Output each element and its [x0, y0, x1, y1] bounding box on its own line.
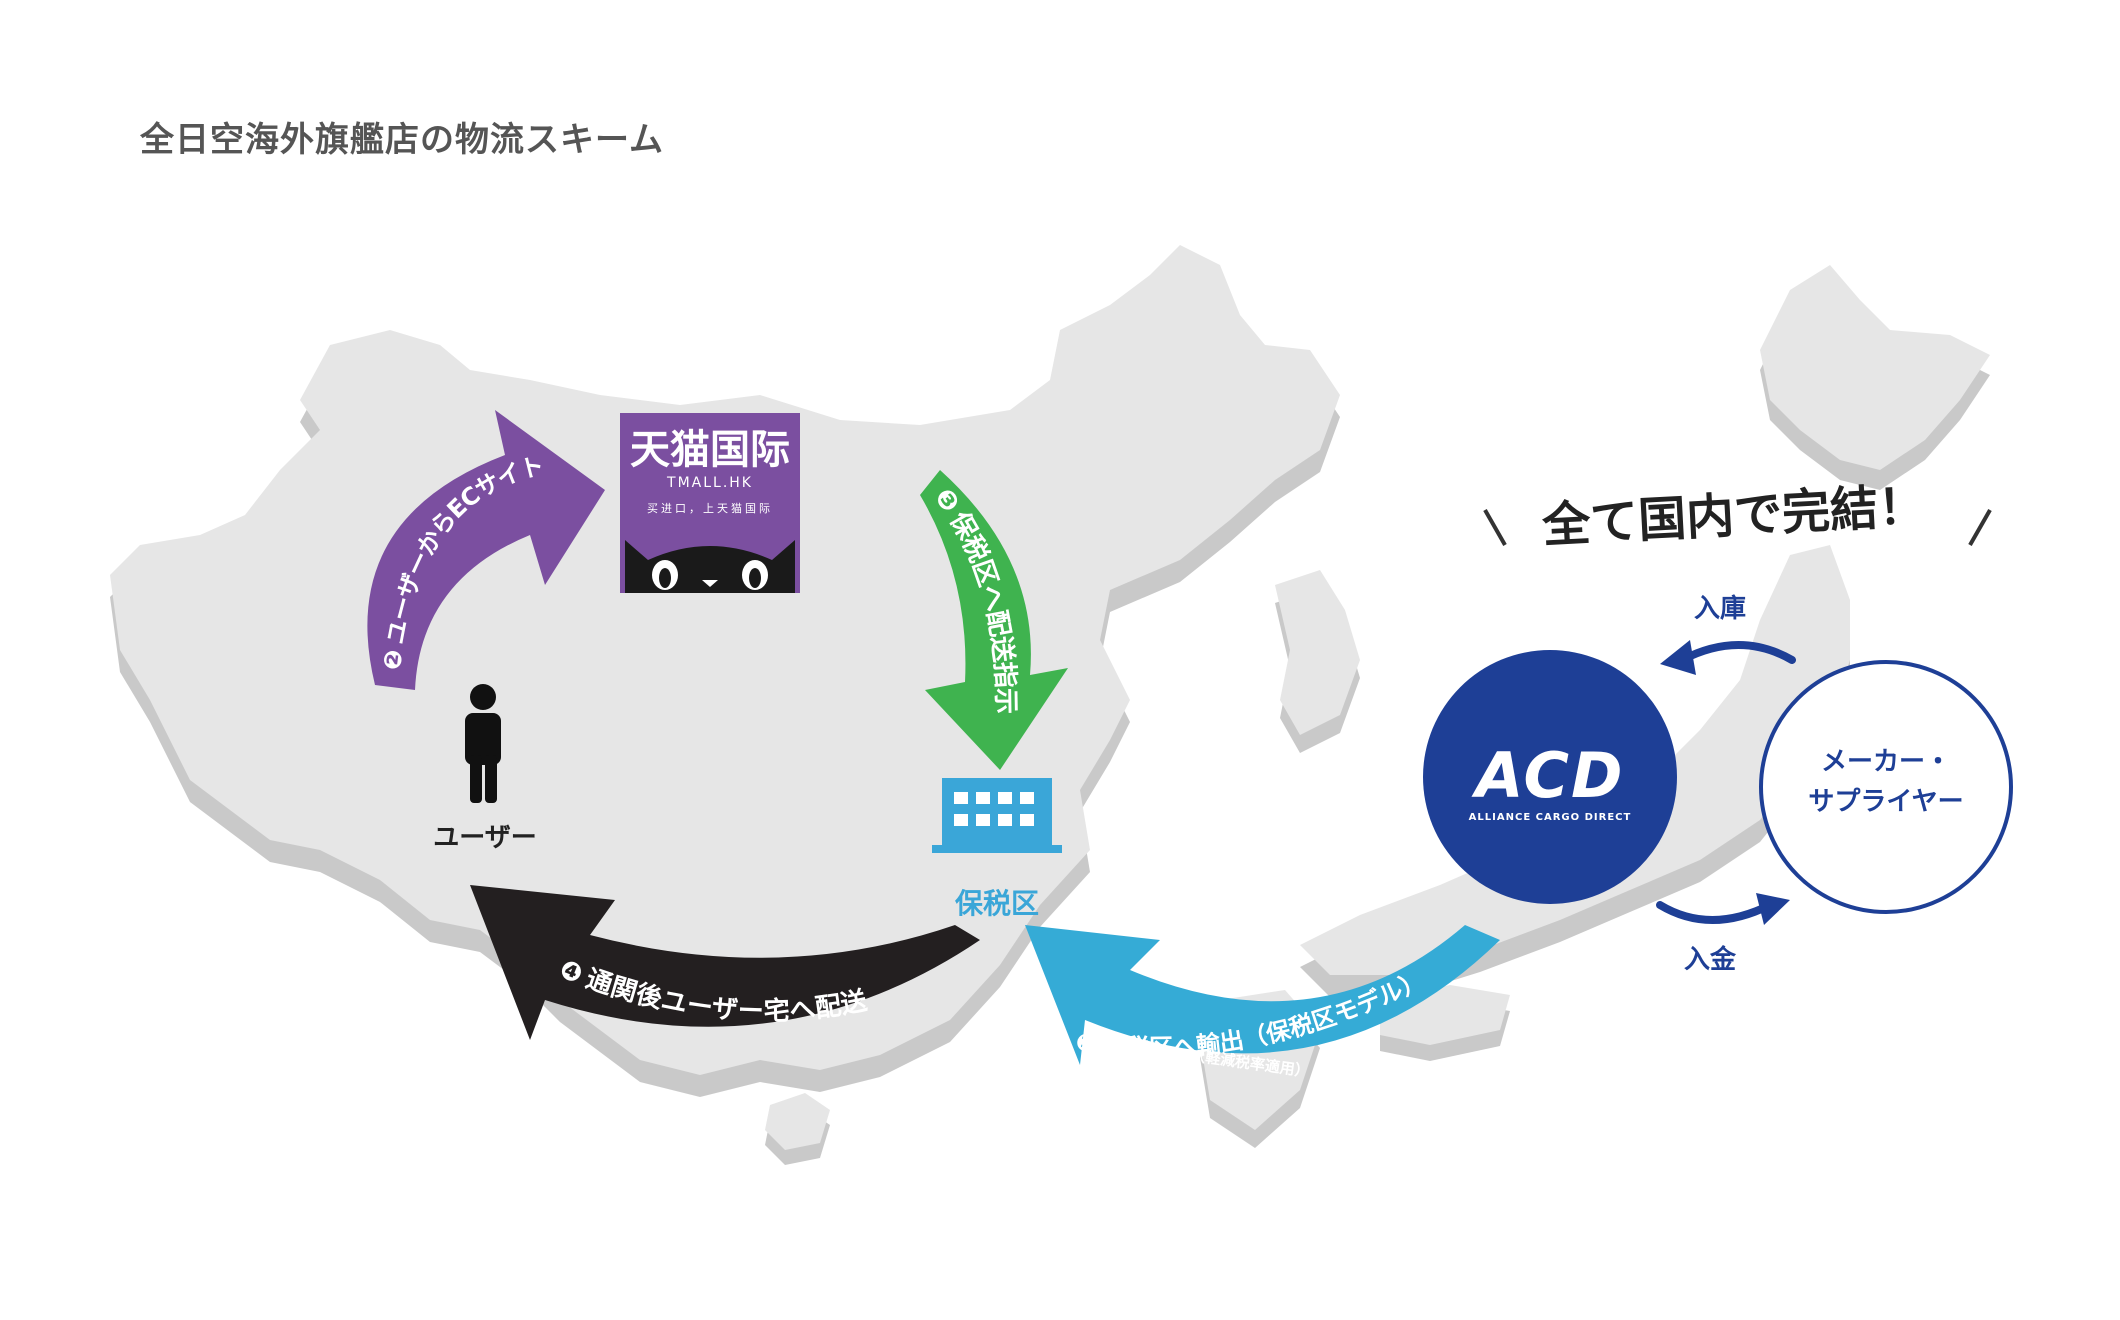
acd-logo: ACD ALLIANCE CARGO DIRECT — [1423, 650, 1677, 904]
acd-circle — [1423, 650, 1677, 904]
building-icon — [932, 778, 1062, 853]
catchphrase: 全て国内で完結！ — [1540, 478, 1927, 554]
flow-arrow-step4: ❹通関後ユーザー宅へ配送 — [470, 885, 980, 1040]
catchphrase-slash-right — [1968, 509, 1992, 546]
japan-map — [1200, 265, 1990, 1148]
hainan-island-top — [765, 1093, 830, 1150]
payment-arrow: 入金 — [1656, 893, 1790, 975]
china-map-shape — [110, 245, 1340, 1075]
supplier-label-line1: メーカー・ — [1821, 747, 1951, 777]
flow-arrow-step3-shape — [920, 470, 1068, 770]
user-label: ユーザー — [433, 823, 536, 853]
payment-label: 入金 — [1684, 944, 1737, 975]
catchphrase-group: 全て国内で完結！ — [1483, 478, 1992, 554]
page-title: 全日空海外旗艦店の物流スキーム — [140, 120, 664, 160]
flow-arrow-step4-shape — [470, 885, 980, 1040]
flow-arrow-step2-shape — [367, 410, 605, 690]
bonded-zone-label: 保税区 — [955, 887, 1039, 920]
tmall-logo-domain: TMALL.HK — [666, 475, 753, 491]
supplier-node: メーカー・ サプライヤー — [1759, 660, 2013, 914]
catchphrase-slash-left — [1483, 509, 1507, 546]
supplier-label-line2: サプライヤー — [1808, 787, 1963, 817]
tmall-logo-tagline: 买进口，上天猫国际 — [647, 502, 773, 515]
acd-logo-subtext: ALLIANCE CARGO DIRECT — [1469, 812, 1632, 823]
tmall-logo: 天猫国际 TMALL.HK 买进口，上天猫国际 — [620, 413, 800, 593]
bonded-zone: 保税区 — [932, 778, 1062, 920]
supplier-circle — [1759, 660, 2013, 914]
korea-peninsula — [1275, 570, 1360, 735]
tmall-logo-title: 天猫国际 — [630, 427, 790, 473]
tmall-cat-icon — [625, 540, 795, 593]
china-map — [110, 245, 1360, 1165]
inbound-arrow: 入庫 — [1660, 594, 1796, 675]
inbound-label: 入庫 — [1694, 594, 1746, 624]
flow-arrow-step1-shape — [1025, 925, 1500, 1065]
hokkaido — [1760, 265, 1990, 470]
user-figure: ユーザー — [433, 684, 537, 853]
acd-logo-text: ACD — [1470, 739, 1624, 812]
person-icon — [465, 684, 501, 803]
